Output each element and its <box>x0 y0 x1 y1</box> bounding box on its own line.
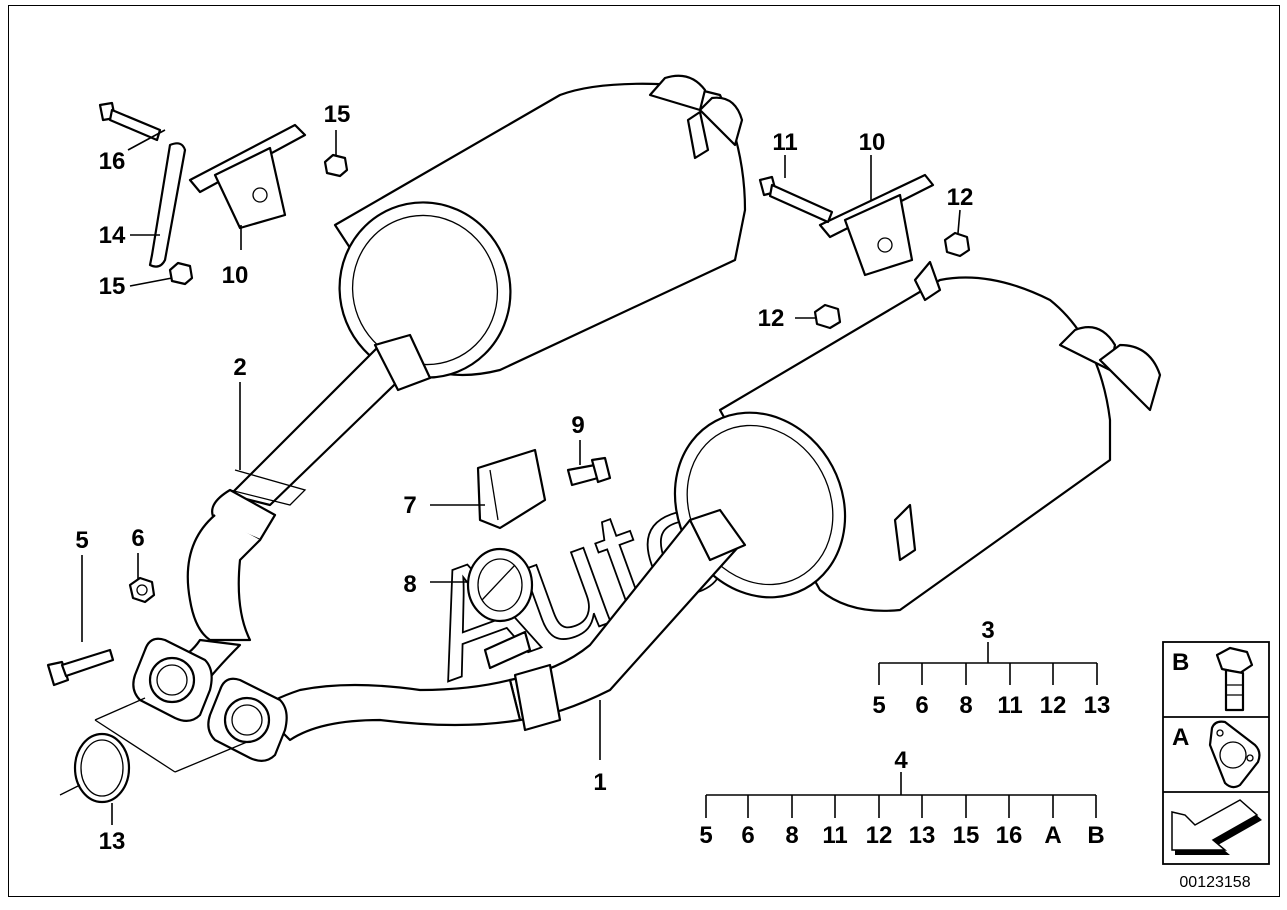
legend-key-b: B <box>1172 649 1189 676</box>
right-rear-muffler <box>673 260 1162 612</box>
group-4-item: 13 <box>909 822 936 849</box>
group-4-tree <box>705 772 1097 818</box>
leader-lines <box>59 129 961 825</box>
callout-1: 1 <box>593 769 606 796</box>
callout-16: 16 <box>99 148 126 175</box>
callout-12-top: 12 <box>947 184 974 211</box>
bolt-16 <box>98 101 162 142</box>
callout-10-left: 10 <box>222 262 249 289</box>
nut-15-top <box>323 153 349 178</box>
bracket-left-10 <box>188 123 307 230</box>
flange-left <box>132 637 213 722</box>
rubber-ring-8 <box>466 547 534 623</box>
diagram-frame <box>8 5 1280 897</box>
bracket-right-10 <box>818 173 935 277</box>
group-3-item: 6 <box>915 692 928 719</box>
hex-bolt-icon <box>1215 646 1254 712</box>
nut-6 <box>128 576 156 604</box>
group-3-tree <box>878 642 1098 685</box>
rubber-mount-7 <box>476 448 547 530</box>
bolt-9 <box>566 456 612 487</box>
legend-box: B A <box>1162 641 1270 865</box>
callout-5: 5 <box>75 527 88 554</box>
callout-6: 6 <box>131 525 144 552</box>
group-4-item: 11 <box>822 822 847 849</box>
callout-9: 9 <box>571 412 584 439</box>
strap-14 <box>148 142 187 268</box>
callout-12-bottom: 12 <box>758 305 785 332</box>
bolt-11 <box>758 175 834 224</box>
direction-arrow-icon <box>1171 799 1262 855</box>
group-3-item: 8 <box>959 692 972 719</box>
group-4-label: 4 <box>894 747 908 774</box>
group-3-item: 11 <box>997 692 1022 719</box>
callout-7: 7 <box>403 492 416 519</box>
callout-13: 13 <box>99 828 126 855</box>
group-4-item: 6 <box>741 822 754 849</box>
group-4-item: 8 <box>785 822 798 849</box>
nut-12-top <box>943 231 971 258</box>
rear-pipe <box>258 508 747 742</box>
group-4-item: 16 <box>996 822 1023 849</box>
group-4-item: B <box>1087 822 1104 849</box>
callout-14: 14 <box>99 222 126 249</box>
group-4-item: 15 <box>953 822 980 849</box>
nut-12-bottom <box>813 303 842 330</box>
callout-2: 2 <box>233 354 246 381</box>
bolt-5 <box>46 648 115 687</box>
flange-right <box>207 677 288 762</box>
group-4-item: A <box>1044 822 1061 849</box>
callout-15-top: 15 <box>324 101 351 128</box>
callout-8: 8 <box>403 571 416 598</box>
left-rear-muffler <box>333 74 747 379</box>
callout-11: 11 <box>772 129 797 156</box>
legend-key-a: A <box>1172 724 1189 751</box>
group-4-item: 5 <box>699 822 712 849</box>
gasket-ring <box>73 732 131 804</box>
gasket-icon <box>1208 720 1261 789</box>
group-3-item: 13 <box>1084 692 1111 719</box>
nut-15-bottom <box>168 261 194 286</box>
callout-10-right: 10 <box>859 129 886 156</box>
front-silencer-pipe <box>173 333 432 692</box>
diagram-code: 00123158 <box>1179 874 1250 891</box>
group-4-item: 12 <box>866 822 893 849</box>
group-3-item: 5 <box>872 692 885 719</box>
callout-15-bottom: 15 <box>99 273 126 300</box>
group-3-label: 3 <box>981 617 994 644</box>
group-3-item: 12 <box>1040 692 1067 719</box>
